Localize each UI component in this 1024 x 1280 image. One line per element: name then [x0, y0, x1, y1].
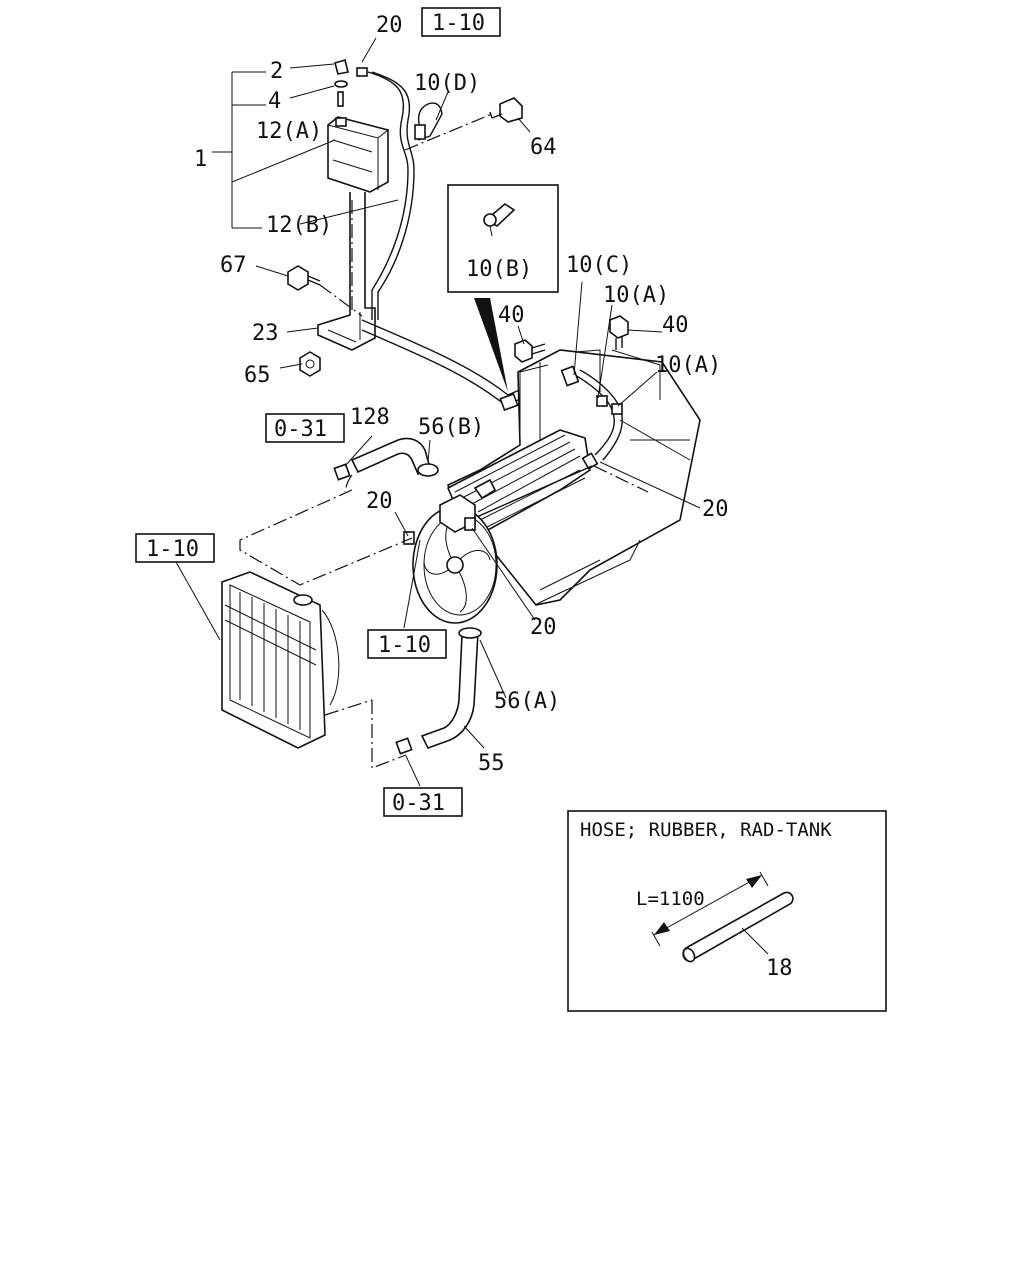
hose-spec-title: HOSE; RUBBER, RAD-TANK	[580, 819, 832, 841]
label-12b: 12(B)	[266, 213, 332, 238]
lower-hose-55	[395, 627, 482, 755]
length-dimension	[651, 871, 769, 947]
ref-box-1-10-top: 1-10	[421, 7, 501, 37]
leader-lines	[175, 37, 701, 787]
reserve-tank	[327, 116, 389, 193]
label-64: 64	[530, 135, 557, 160]
label-10c: 10(C)	[566, 253, 632, 278]
label-20-mid: 20	[366, 489, 393, 514]
label-65: 65	[244, 363, 271, 388]
tank-bracket	[317, 192, 376, 351]
label-18: 18	[766, 956, 793, 981]
ref-box-1-10-mid: 1-10	[367, 629, 447, 659]
nut-65	[299, 351, 321, 377]
bolt-40-right	[609, 315, 629, 350]
radiator	[221, 571, 340, 749]
label-56b: 56(B)	[418, 415, 484, 440]
label-4: 4	[268, 89, 281, 114]
clip-10d	[414, 102, 443, 141]
label-67: 67	[220, 253, 247, 278]
label-12a: 12(A)	[256, 119, 322, 144]
label-56a: 56(A)	[494, 689, 560, 714]
ref-box-0-31-bottom: 0-31	[383, 787, 463, 817]
hose-length: L=1100	[636, 888, 705, 910]
bolt-67	[287, 265, 321, 291]
ref-0-31-top: 0-31	[274, 417, 327, 442]
upper-hose-128	[333, 437, 439, 493]
ref-1-10-mid: 1-10	[378, 633, 431, 658]
label-1: 1	[194, 147, 207, 172]
label-20-right: 20	[702, 497, 729, 522]
label-20-lower: 20	[530, 615, 557, 640]
hose-spec-box: HOSE; RUBBER, RAD-TANK L=1100 18	[567, 810, 887, 1012]
label-10b: 10(B)	[466, 257, 532, 282]
label-10a-lower: 10(A)	[655, 353, 721, 378]
label-10a-upper: 10(A)	[603, 283, 669, 308]
label-2: 2	[270, 59, 283, 84]
label-23: 23	[252, 321, 279, 346]
ref-box-1-10-left: 1-10	[135, 533, 215, 563]
label-40-left: 40	[498, 303, 525, 328]
tank-cap	[334, 58, 349, 107]
ref-0-31-bottom: 0-31	[392, 791, 445, 816]
label-40-right: 40	[662, 313, 689, 338]
label-55: 55	[478, 751, 505, 776]
tank-overflow-hose	[356, 67, 415, 320]
label-128: 128	[350, 405, 390, 430]
label-10d: 10(D)	[414, 71, 480, 96]
label-20-top: 20	[376, 13, 403, 38]
ref-1-10-left: 1-10	[146, 537, 199, 562]
detail-pointer	[474, 298, 508, 392]
detail-box-10b: 10(B)	[447, 184, 559, 293]
thermostat-housing	[403, 494, 476, 545]
ref-box-0-31-top: 0-31	[265, 413, 345, 443]
reference-lines	[239, 113, 649, 769]
engine-block	[446, 349, 701, 606]
bolt-40-left	[514, 339, 546, 363]
ref-1-10-top: 1-10	[432, 11, 485, 36]
hose-18	[682, 891, 794, 963]
bolt-64	[489, 97, 523, 123]
